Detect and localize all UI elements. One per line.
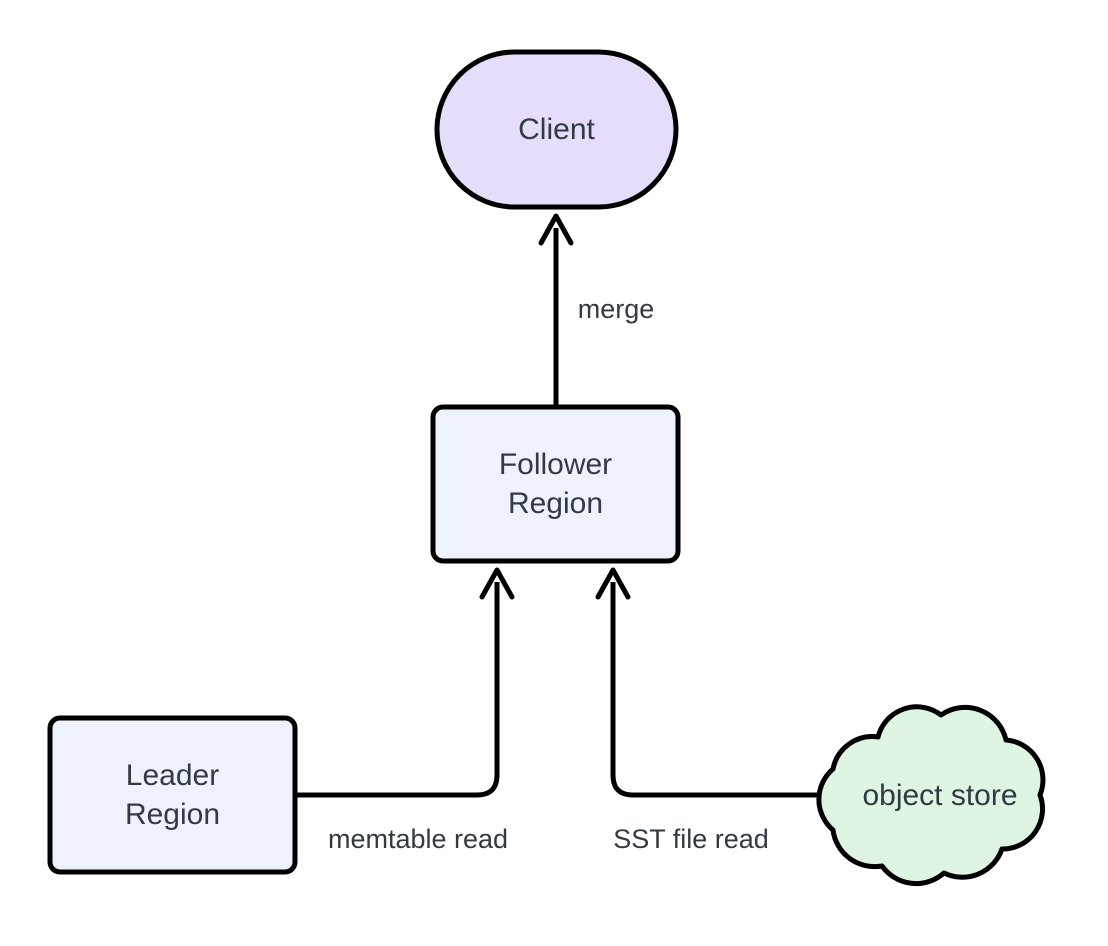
edge-objectstore-to-follower <box>595 567 820 798</box>
follower-region-label-line1: Follower <box>499 448 612 481</box>
node-leader-region[interactable]: Leader Region <box>47 715 298 875</box>
follower-region-shape <box>430 404 681 564</box>
node-client[interactable]: Client <box>434 49 679 210</box>
memtable-read-label-bg <box>316 821 520 859</box>
node-follower-region[interactable]: Follower Region <box>430 404 681 564</box>
edge-label-merge-group: merge <box>569 291 663 329</box>
edge-label-memtable-read-group: memtable read <box>316 821 520 859</box>
client-label: Client <box>518 113 595 146</box>
edge-path-memtable-read <box>295 582 500 798</box>
leader-region-label-line1: Leader <box>126 759 219 792</box>
arrowhead-merge <box>538 213 574 246</box>
edge-label-merge: merge <box>578 294 655 324</box>
follower-region-label-line2: Region <box>508 487 603 520</box>
leader-region-label-line2: Region <box>125 798 220 831</box>
arrowhead-memtable-read <box>479 567 515 600</box>
edge-follower-to-client <box>538 213 574 405</box>
node-object-store[interactable]: object store <box>816 704 1046 887</box>
edge-label-memtable-read: memtable read <box>328 824 508 854</box>
merge-label-bg <box>569 291 663 329</box>
object-store-shape <box>816 704 1046 887</box>
sst-file-read-label-bg <box>606 821 776 859</box>
arrowhead-sst-file-read <box>595 567 631 600</box>
leader-region-shape <box>47 715 298 875</box>
edge-path-sst-file-read <box>610 582 820 798</box>
edge-label-sst-file-read: SST file read <box>613 824 769 854</box>
edge-leader-to-follower <box>295 567 515 798</box>
client-shape <box>434 49 679 210</box>
edge-label-sst-file-read-group: SST file read <box>606 821 776 859</box>
object-store-label: object store <box>862 779 1017 812</box>
